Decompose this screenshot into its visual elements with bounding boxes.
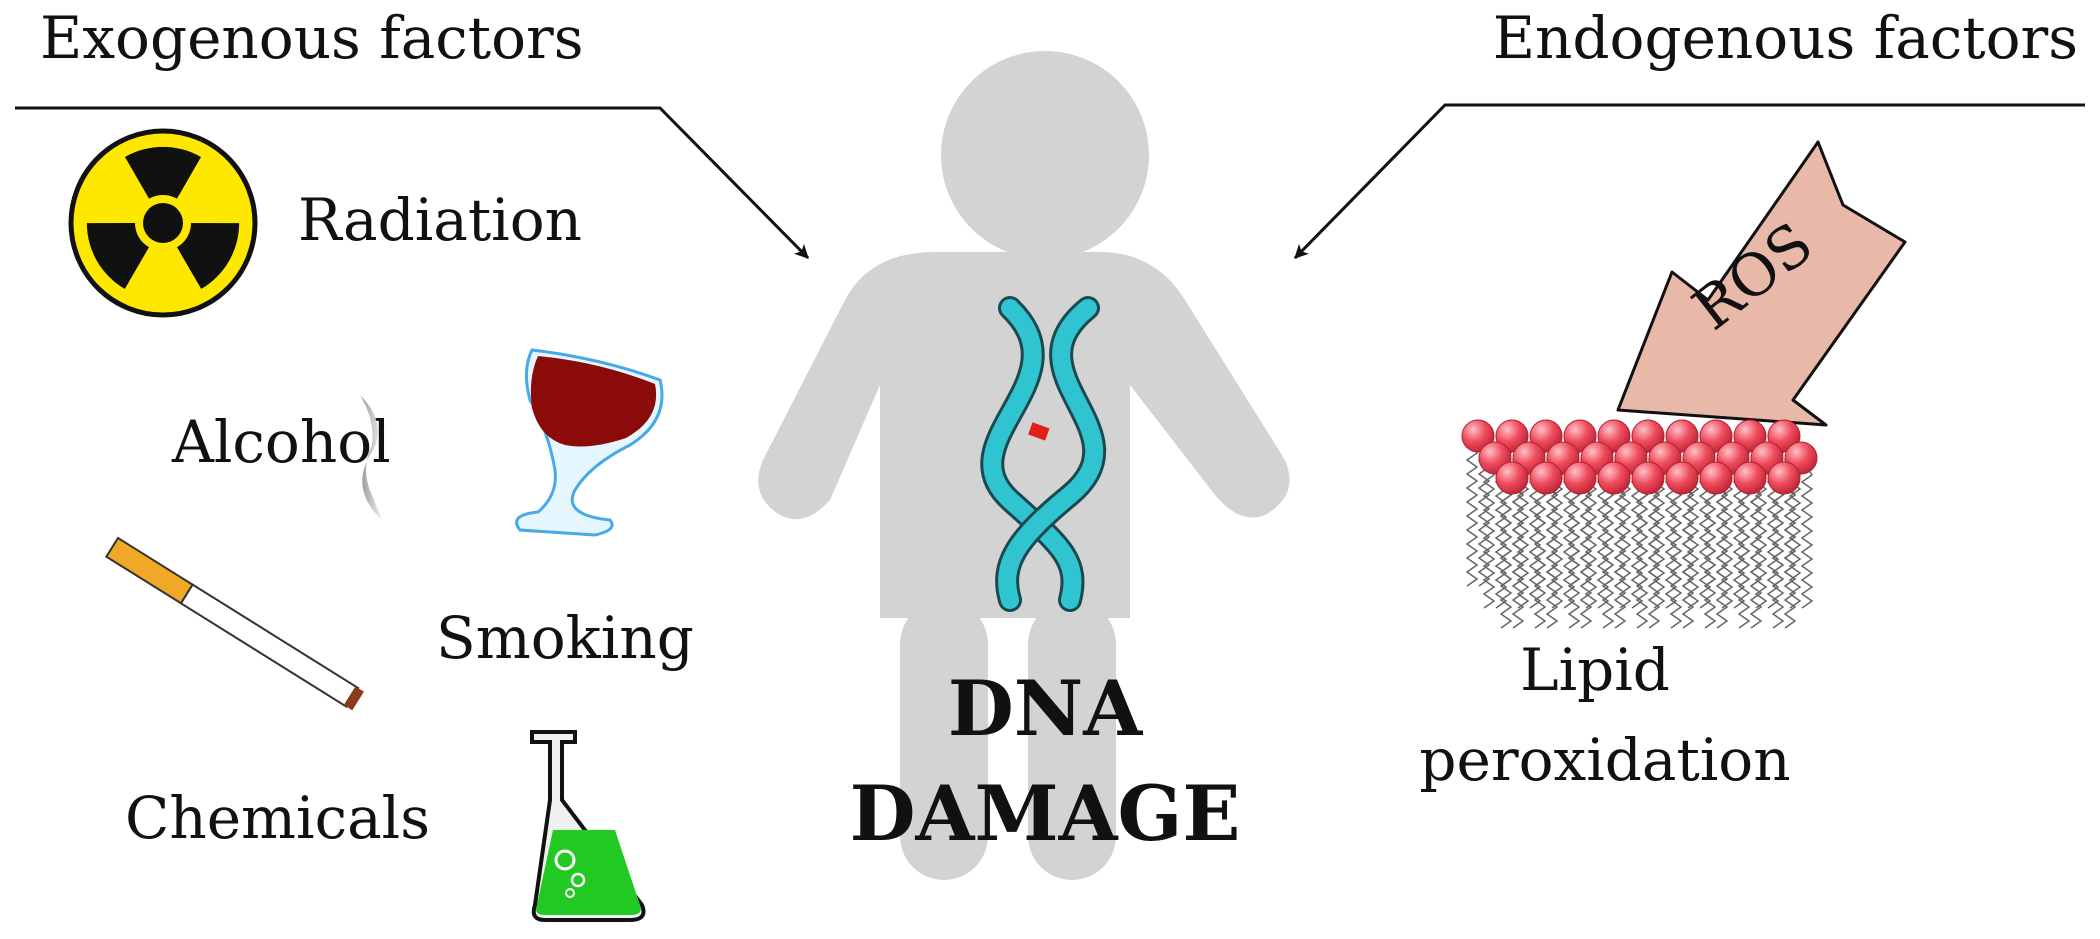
- endogenous-header: Endogenous factors: [1493, 4, 2078, 72]
- lipid-head: [1699, 461, 1733, 495]
- lipid-label-line1: Lipid: [1520, 636, 1670, 704]
- wine-glass-icon: [515, 348, 664, 537]
- radiation-label: Radiation: [298, 186, 582, 254]
- lipid-tail: [1482, 467, 1496, 609]
- lipid-tail: [1465, 445, 1479, 587]
- lipid-head: [1529, 419, 1563, 453]
- lipid-head: [1495, 419, 1529, 453]
- lipid-head: [1461, 419, 1495, 453]
- lipid-tail: [1681, 487, 1695, 629]
- lipid-head: [1597, 461, 1631, 495]
- radiation-trefoil-icon: [68, 128, 258, 318]
- lipid-tail: [1533, 487, 1547, 629]
- lipid-head: [1733, 461, 1767, 495]
- lipid-tail: [1652, 467, 1666, 609]
- dna-damage-mark: [1028, 422, 1050, 441]
- lipid-tail: [1669, 487, 1683, 629]
- lipid-tail: [1579, 487, 1593, 629]
- lipid-bilayer-icon: [1461, 419, 1818, 629]
- lipid-tail: [1545, 487, 1559, 629]
- erlenmeyer-flask-icon: [530, 730, 646, 922]
- lipid-tail: [1601, 487, 1615, 629]
- lipid-tail: [1800, 467, 1814, 609]
- lipid-tail: [1618, 467, 1632, 609]
- lipid-tail: [1788, 467, 1802, 609]
- smoking-label: Smoking: [436, 604, 694, 672]
- exogenous-header: Exogenous factors: [40, 4, 584, 72]
- alcohol-label: Alcohol: [171, 408, 391, 476]
- chemicals-label: Chemicals: [125, 784, 430, 852]
- lipid-tail: [1635, 487, 1649, 629]
- lipid-tail: [1647, 487, 1661, 629]
- center-title-line2: DAMAGE: [850, 769, 1241, 858]
- lipid-tail: [1567, 487, 1581, 629]
- lipid-tail: [1749, 487, 1763, 629]
- lipid-head: [1733, 419, 1767, 453]
- lipid-tail: [1754, 467, 1768, 609]
- lipid-head: [1529, 461, 1563, 495]
- lipid-head: [1767, 419, 1801, 453]
- lipid-tail: [1511, 487, 1525, 629]
- lipid-tail: [1737, 487, 1751, 629]
- lipid-head: [1495, 461, 1529, 495]
- lipid-head: [1665, 419, 1699, 453]
- dna-double-helix-icon: [980, 296, 1107, 612]
- lipid-head: [1563, 461, 1597, 495]
- lipid-tail: [1613, 487, 1627, 629]
- lipid-head: [1665, 461, 1699, 495]
- lipid-head: [1597, 419, 1631, 453]
- lipid-tail: [1499, 487, 1513, 629]
- exogenous-pointer-line: [15, 106, 810, 260]
- lipid-head: [1699, 419, 1733, 453]
- lipid-tail: [1783, 487, 1797, 629]
- lipid-tail: [1703, 487, 1717, 629]
- lipid-tail: [1550, 467, 1564, 609]
- human-silhouette-icon: [758, 51, 1290, 880]
- endogenous-pointer-line: [1293, 103, 2085, 260]
- smoke-icon: [360, 395, 382, 520]
- lipid-tail: [1771, 487, 1785, 629]
- lipid-label-line2: peroxidation: [1419, 726, 1790, 794]
- lipid-head: [1767, 461, 1801, 495]
- cigarette-icon: [104, 536, 364, 711]
- lipid-head: [1631, 419, 1665, 453]
- lipid-head: [1631, 461, 1665, 495]
- lipid-tail: [1686, 467, 1700, 609]
- lipid-tail: [1720, 467, 1734, 609]
- ros-arrow-icon: [1616, 140, 1907, 427]
- lipid-tail: [1584, 467, 1598, 609]
- lipid-tail: [1715, 487, 1729, 629]
- lipid-head: [1563, 419, 1597, 453]
- center-title-line1: DNA: [948, 664, 1143, 753]
- lipid-tail: [1516, 467, 1530, 609]
